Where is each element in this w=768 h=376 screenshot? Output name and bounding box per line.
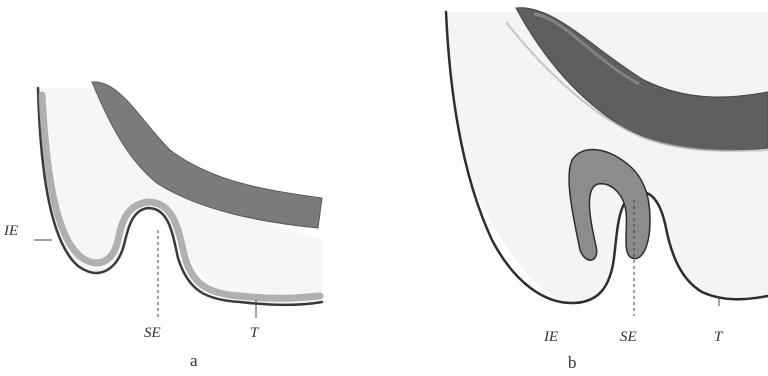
panel-b-label-se: SE <box>620 330 637 345</box>
panel-a-caption: a <box>190 352 198 369</box>
panel-a: IE SE T a <box>0 0 384 376</box>
panel-b-caption: b <box>568 354 577 371</box>
panel-b-drawing <box>384 0 768 376</box>
panel-a-drawing <box>0 0 384 376</box>
panel-a-label-t: T <box>250 326 258 341</box>
panel-b-label-ie: IE <box>544 330 558 345</box>
panel-b: IE SE T b <box>384 0 768 376</box>
panel-b-label-t: T <box>714 330 722 345</box>
panel-a-label-se: SE <box>144 326 161 341</box>
panel-a-label-ie: IE <box>4 224 18 239</box>
